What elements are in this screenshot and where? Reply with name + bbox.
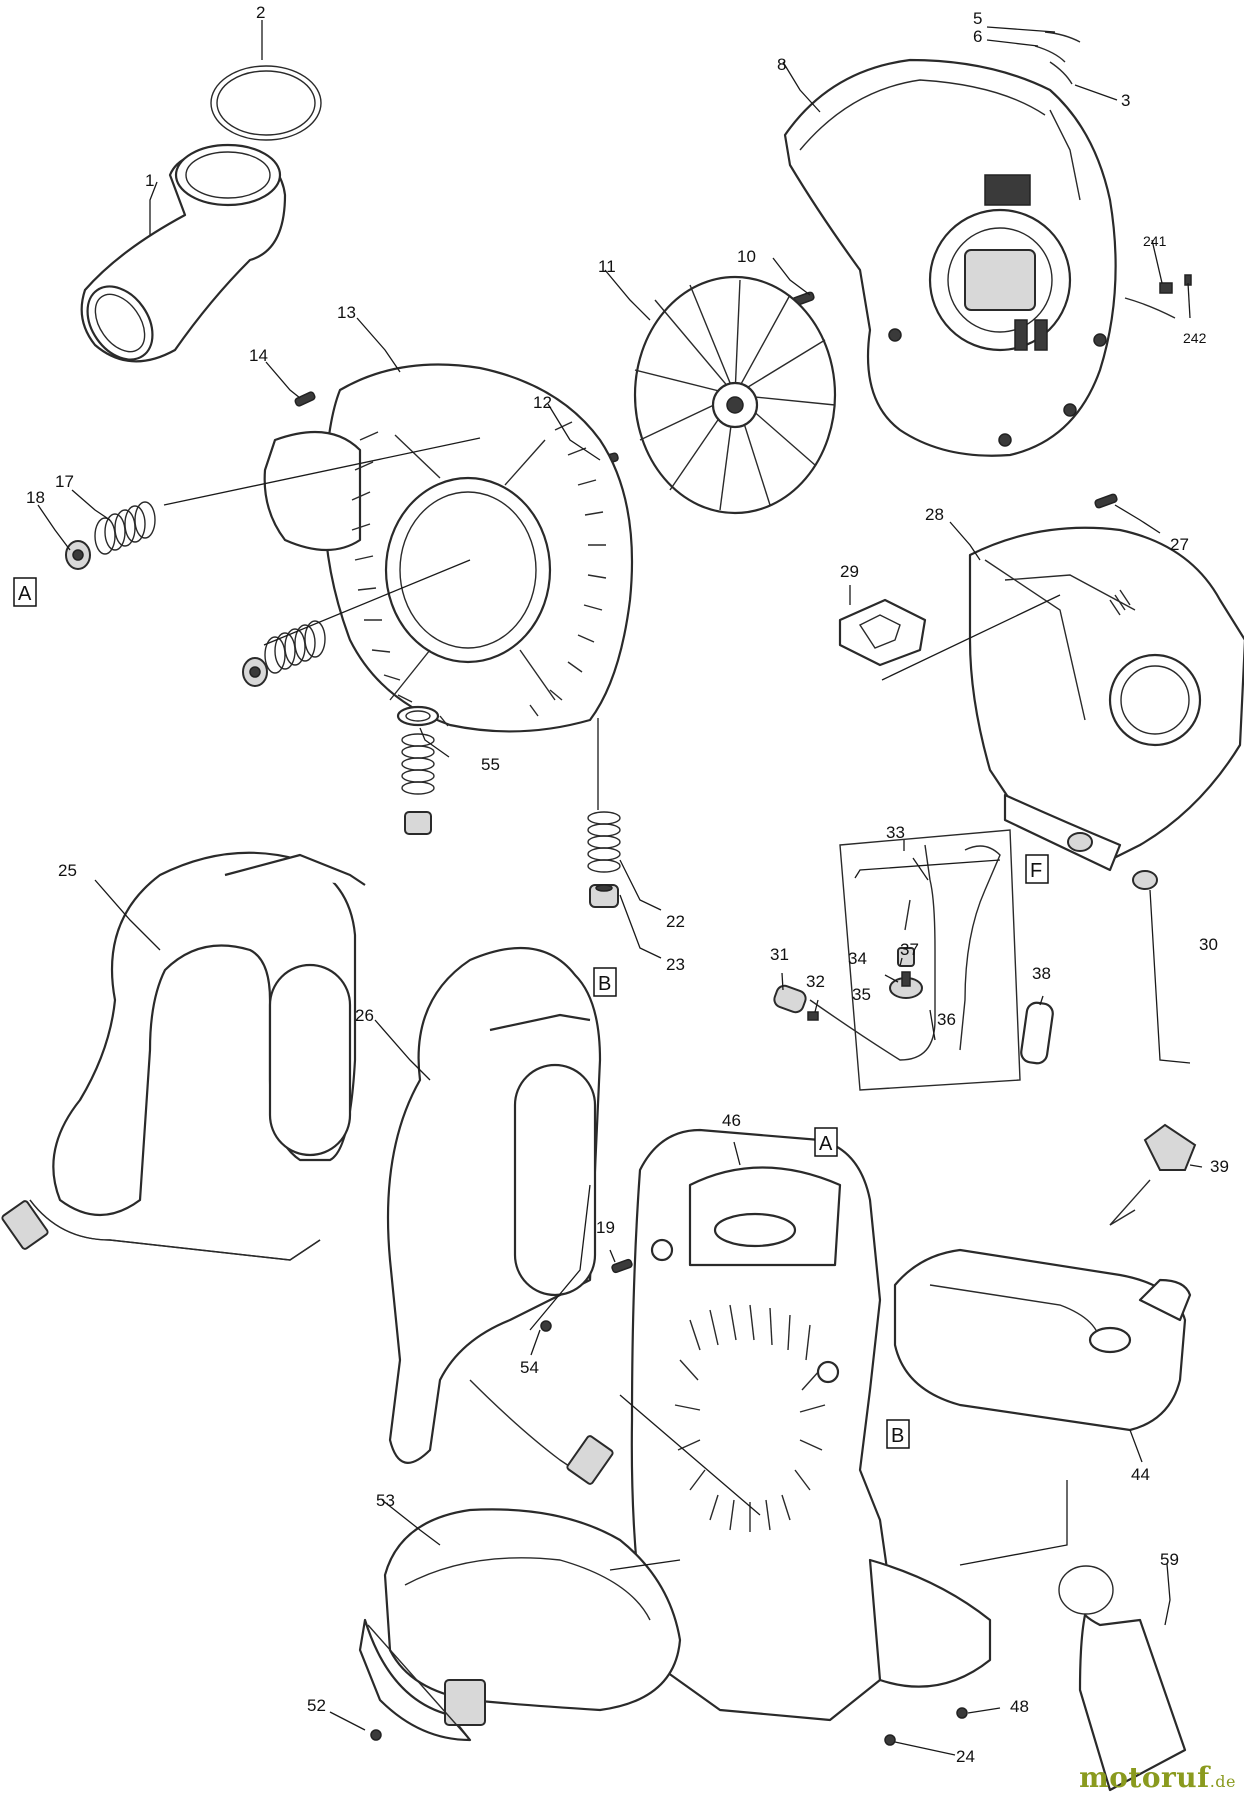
part-33-fuel-line-set [809, 829, 1021, 1091]
part-27-screw [1094, 493, 1118, 509]
label-part-35: 35 [852, 985, 871, 1004]
part-44-fuel-tank [893, 1248, 1192, 1432]
label-part-32: 32 [806, 972, 825, 991]
part-2-o-ring [210, 65, 322, 141]
label-part-18: 18 [26, 488, 45, 507]
label-part-55: 55 [481, 755, 500, 774]
part-52-screw [370, 1729, 382, 1741]
label-part-37: 37 [900, 940, 919, 959]
label-part-13: 13 [337, 303, 356, 322]
part-38-hose [1020, 1001, 1054, 1065]
part-53-waist-belt [358, 1508, 682, 1742]
brand-watermark: motoruf.de [1079, 1761, 1236, 1794]
label-part-29: 29 [840, 562, 859, 581]
label-part-39: 39 [1210, 1157, 1229, 1176]
part-54-screw [540, 1320, 552, 1332]
label-part-26: 26 [355, 1006, 374, 1025]
reference-box-f: F [1025, 854, 1049, 884]
part-25-harness [1, 851, 366, 1261]
part-6-clip [1034, 45, 1066, 63]
label-part-11: 11 [598, 257, 616, 276]
part-24-screw [884, 1734, 896, 1746]
label-part-17: 17 [55, 472, 74, 491]
svg-text:A: A [18, 583, 32, 605]
label-part-242: 242 [1183, 330, 1207, 346]
part-35-valve [889, 971, 923, 999]
part-22-spring [587, 811, 621, 873]
reference-box-a-frame: A [814, 1127, 838, 1157]
label-part-25: 25 [58, 861, 77, 880]
part-241-242-clamp [1124, 274, 1192, 319]
label-part-3: 3 [1121, 91, 1130, 110]
part-5-clip [1044, 31, 1081, 43]
label-part-46: 46 [722, 1111, 741, 1130]
label-part-31: 31 [770, 945, 789, 964]
part-1-elbow-pipe [80, 143, 287, 363]
part-number-labels: 2 1 5 6 3 8 10 11 12 13 14 17 18 241 242… [26, 3, 1229, 1766]
label-part-12: 12 [533, 393, 552, 412]
svg-text:B: B [598, 973, 611, 995]
label-part-33: 33 [886, 823, 905, 842]
label-part-48: 48 [1010, 1697, 1029, 1716]
label-part-10: 10 [737, 247, 756, 266]
label-part-8: 8 [777, 55, 786, 74]
part-32-joint [807, 1011, 819, 1021]
label-part-5: 5 [973, 9, 982, 28]
watermark-brand: motoruf [1079, 1761, 1210, 1794]
label-part-6: 6 [973, 27, 982, 46]
svg-text:F: F [1030, 860, 1042, 882]
svg-text:A: A [819, 1133, 833, 1155]
part-26-harness [386, 946, 614, 1485]
part-19-screw [611, 1258, 633, 1274]
part-17-spring [94, 501, 156, 555]
label-part-28: 28 [925, 505, 944, 524]
label-part-22: 22 [666, 912, 685, 931]
part-39-fuel-cap [1109, 1123, 1197, 1226]
label-part-14: 14 [249, 346, 268, 365]
watermark-suffix: .de [1209, 1772, 1236, 1791]
part-55-spring-seat [396, 705, 440, 835]
label-part-241: 241 [1143, 233, 1167, 249]
label-part-23: 23 [666, 955, 685, 974]
label-part-30: 30 [1199, 935, 1218, 954]
reference-box-a-left: A [13, 577, 37, 607]
label-part-19: 19 [596, 1218, 615, 1237]
part-11-fan-impeller [633, 275, 837, 515]
part-48-screw [956, 1707, 968, 1719]
part-29-cover-plate [838, 598, 927, 667]
part-18-damper-nut [65, 540, 91, 570]
part-3-clip [1049, 61, 1073, 85]
label-part-27: 27 [1170, 535, 1189, 554]
part-28-engine-cover [968, 526, 1244, 872]
part-14-screw [294, 391, 316, 407]
label-part-54: 54 [520, 1358, 539, 1377]
leader-lines [37, 20, 1203, 1756]
reference-box-b-left: B [593, 967, 617, 997]
label-part-53: 53 [376, 1491, 395, 1510]
part-31-filter [773, 984, 807, 1014]
label-part-34: 34 [848, 949, 867, 968]
damper-nut-lower [242, 657, 268, 687]
label-part-1: 1 [145, 171, 154, 190]
label-part-36: 36 [937, 1010, 956, 1029]
spring-lower [264, 620, 326, 674]
reference-box-b-frame: B [886, 1419, 910, 1449]
part-34-cap [897, 947, 915, 967]
svg-text:B: B [891, 1425, 904, 1447]
label-part-2: 2 [256, 3, 265, 22]
label-part-52: 52 [307, 1696, 326, 1715]
part-59-tag [1058, 1565, 1187, 1792]
label-part-44: 44 [1131, 1465, 1150, 1484]
label-part-24: 24 [956, 1747, 975, 1766]
part-46-back-frame [630, 1128, 992, 1722]
part-30-nut [1067, 832, 1158, 890]
part-8-fan-housing [783, 58, 1117, 457]
part-23-damper [589, 884, 619, 908]
label-part-59: 59 [1160, 1550, 1179, 1569]
label-part-38: 38 [1032, 964, 1051, 983]
part-13-front-housing [263, 363, 634, 733]
